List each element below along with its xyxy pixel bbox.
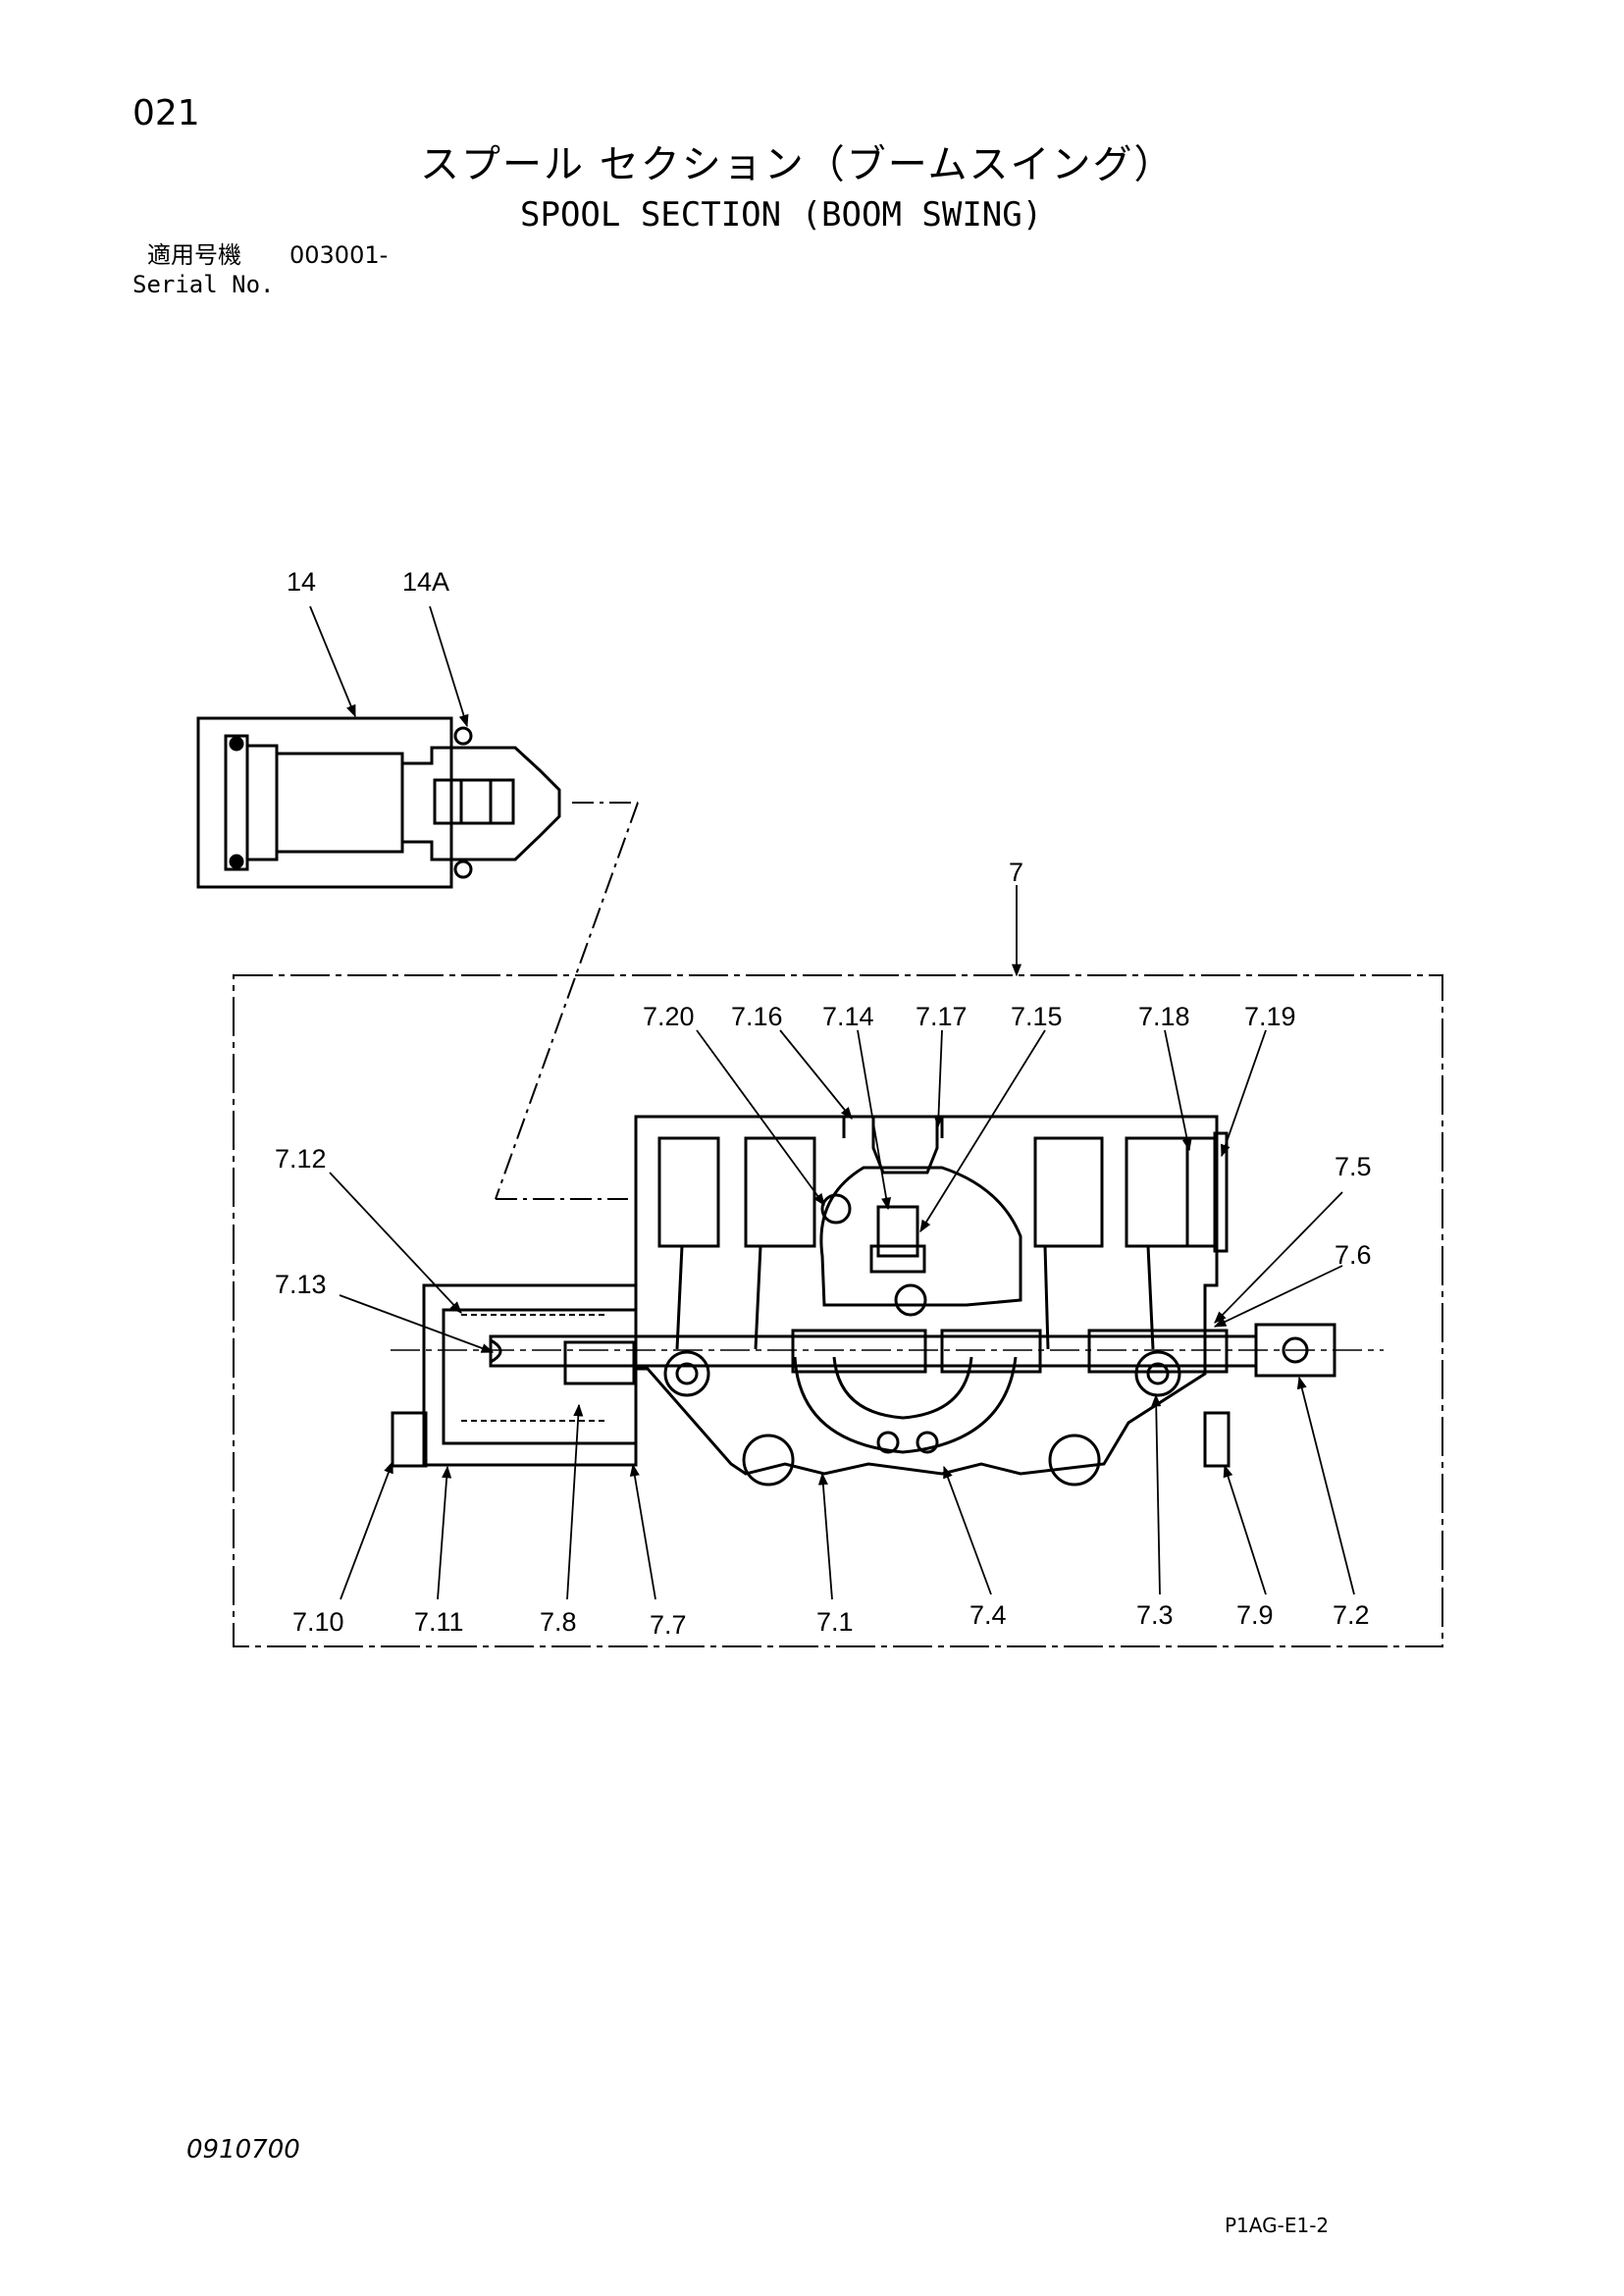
spring-coils bbox=[461, 1314, 608, 1422]
callout-7-12: 7.12 bbox=[275, 1144, 327, 1174]
callout-14a: 14A bbox=[402, 567, 449, 597]
callout-7-1: 7.1 bbox=[816, 1607, 854, 1637]
callout-7-9: 7.9 bbox=[1236, 1600, 1274, 1630]
callout-7-17: 7.17 bbox=[916, 1002, 968, 1031]
callout-7-14: 7.14 bbox=[822, 1002, 874, 1031]
callout-labels: 14 14A 7 7.20 7.16 7.14 7.17 7.15 7.18 7… bbox=[275, 567, 1372, 1640]
callout-7-8: 7.8 bbox=[540, 1607, 577, 1637]
callout-7-7: 7.7 bbox=[650, 1610, 687, 1640]
sheet-code: P1AG-E1-2 bbox=[1225, 2214, 1330, 2237]
leader-lines bbox=[309, 605, 1355, 1600]
callout-7-13: 7.13 bbox=[275, 1270, 327, 1299]
title-english: SPOOL SECTION (BOOM SWING) bbox=[520, 195, 1043, 235]
serial-number-value: 003001- bbox=[289, 241, 389, 269]
callout-7-2: 7.2 bbox=[1333, 1600, 1370, 1630]
callout-7-18: 7.18 bbox=[1138, 1002, 1190, 1031]
title-japanese: スプール セクション（ブームスイング） bbox=[420, 142, 1176, 187]
callout-7-6: 7.6 bbox=[1335, 1240, 1372, 1270]
spool-shaft bbox=[489, 1323, 1336, 1385]
callout-14: 14 bbox=[287, 567, 316, 597]
callout-7-5: 7.5 bbox=[1335, 1152, 1372, 1181]
callout-7-16: 7.16 bbox=[731, 1002, 783, 1031]
assembly-7-frame bbox=[233, 974, 1443, 1647]
callout-7-20: 7.20 bbox=[643, 1002, 695, 1031]
callout-7-11: 7.11 bbox=[414, 1607, 464, 1637]
document-code: 0910700 bbox=[186, 2135, 300, 2165]
callout-7-4: 7.4 bbox=[969, 1600, 1007, 1630]
callout-7-15: 7.15 bbox=[1011, 1002, 1063, 1031]
serial-label-english: Serial No. bbox=[132, 271, 275, 298]
valve-body bbox=[391, 1115, 1231, 1487]
callout-7: 7 bbox=[1009, 858, 1023, 887]
page-number: 021 bbox=[132, 93, 200, 133]
dashdot-leader-14 bbox=[495, 802, 639, 1200]
callout-7-3: 7.3 bbox=[1136, 1600, 1174, 1630]
serial-label-japanese: 適用号機 bbox=[147, 241, 241, 269]
callout-7-10: 7.10 bbox=[292, 1607, 344, 1637]
part-14-assembly bbox=[196, 716, 561, 889]
callout-7-19: 7.19 bbox=[1244, 1002, 1296, 1031]
